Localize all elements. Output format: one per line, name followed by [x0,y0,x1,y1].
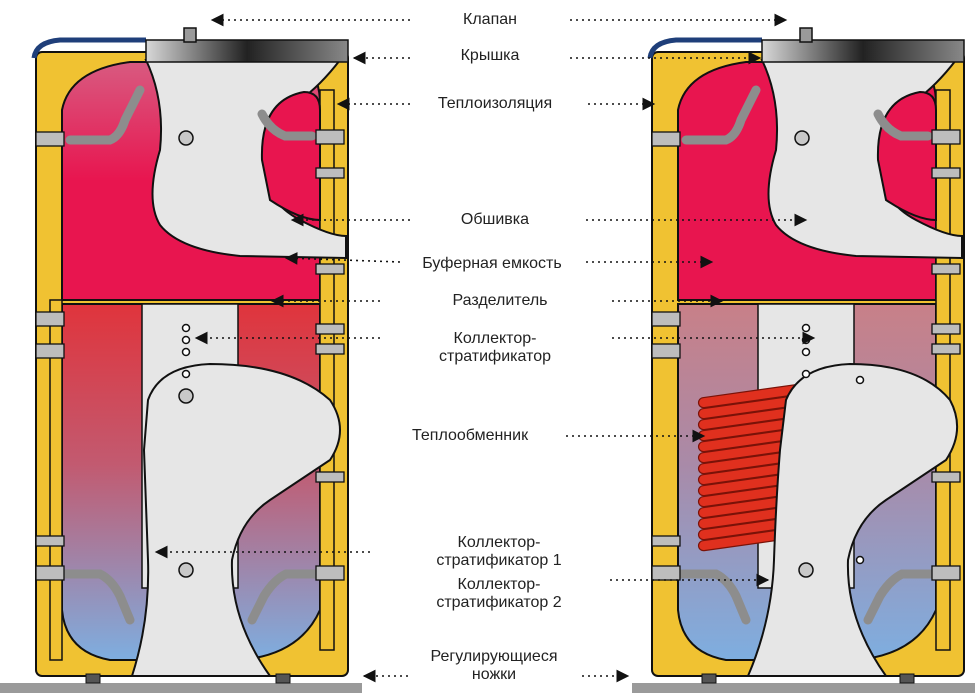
label-collector-2: Коллектор- стратификатор 2 [404,576,594,612]
valve-icon [800,28,812,42]
label-collector-2-line2: стратификатор 2 [404,594,594,612]
bracket [36,536,64,546]
port-icon [795,131,809,145]
bracket [36,344,64,358]
bracket [316,324,344,334]
label-feet: Регулирующиеся ножки [404,648,584,684]
port-icon [183,371,190,378]
bracket [932,264,960,274]
bracket [652,312,680,326]
label-casing: Обшивка [420,210,570,230]
bracket [652,536,680,546]
foot-icon [900,674,914,683]
label-buffer-tank: Буферная емкость [402,254,582,274]
label-lid: Крышка [420,46,560,66]
port-icon [803,325,810,332]
bracket [652,344,680,358]
label-collector-stratifier: Коллектор- стратификатор [400,330,590,366]
bracket [316,130,344,144]
foot-icon [276,674,290,683]
port-icon [179,389,193,403]
label-collector-2-line1: Коллектор- [404,576,594,594]
bracket [316,344,344,354]
label-feet-line1: Регулирующиеся [404,648,584,666]
valve-icon [184,28,196,42]
port-icon [857,557,864,564]
label-valve: Клапан [420,10,560,30]
bracket [932,472,960,482]
label-collector-stratifier-line2: стратификатор [400,348,590,366]
port-icon [803,349,810,356]
label-collector-1-line2: стратификатор 1 [404,552,594,570]
bracket [36,566,64,580]
port-icon [179,563,193,577]
foot-icon [86,674,100,683]
port-icon [799,563,813,577]
bracket [932,168,960,178]
port-icon [803,371,810,378]
bracket [316,566,344,580]
bracket [316,168,344,178]
port-icon [183,337,190,344]
floor [632,683,975,693]
bracket [36,132,64,146]
bracket [652,132,680,146]
port-icon [857,377,864,384]
floor [0,683,362,693]
port-icon [183,325,190,332]
label-collector-stratifier-line1: Коллектор- [400,330,590,348]
label-collector-1: Коллектор- стратификатор 1 [404,534,594,570]
label-heat-exchanger: Теплообменник [412,426,568,446]
label-feet-line2: ножки [404,666,584,684]
bracket [316,264,344,274]
lid [146,40,348,62]
foot-icon [702,674,716,683]
bracket [932,130,960,144]
bracket [932,566,960,580]
bracket [36,312,64,326]
bracket [932,344,960,354]
right-tank [650,28,964,683]
lid [762,40,964,62]
bracket [652,566,680,580]
left-tank [34,28,348,683]
label-collector-1-line1: Коллектор- [404,534,594,552]
bracket [932,324,960,334]
label-separator: Разделитель [410,291,590,311]
port-icon [183,349,190,356]
port-icon [179,131,193,145]
bracket [316,472,344,482]
label-insulation: Теплоизоляция [410,94,580,114]
